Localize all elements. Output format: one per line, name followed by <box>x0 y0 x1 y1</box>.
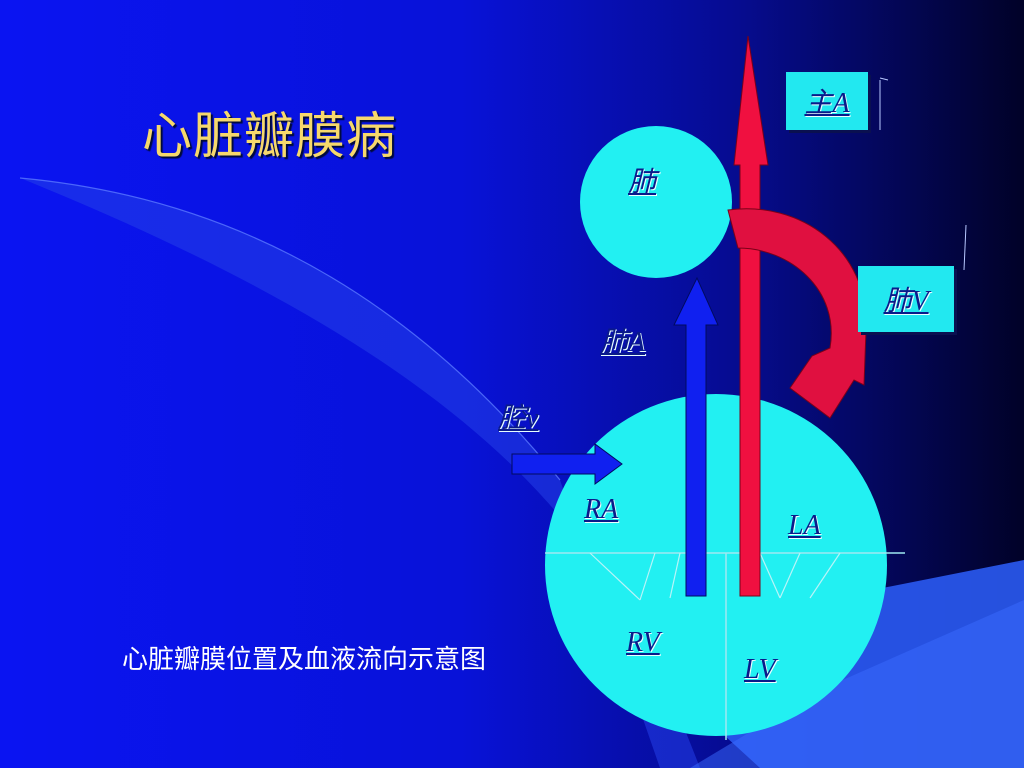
pulmonary-artery-arrow <box>673 276 719 597</box>
heart-shape <box>545 394 887 736</box>
slide-title: 心脏瓣膜病 <box>142 107 397 165</box>
decorative-sweep <box>20 178 700 768</box>
pulmonary-vein-label-box: 肺V <box>858 266 954 332</box>
lung-label: 肺 <box>628 167 657 198</box>
aorta-label: 主A <box>804 88 850 119</box>
pulmonary-vein-arrow <box>727 208 867 419</box>
diagram-caption: 心脏瓣膜位置及血液流向示意图 <box>122 645 487 675</box>
pulmonary-artery-label: 肺A <box>600 327 646 358</box>
lung-shape <box>580 126 732 278</box>
vena-cava-label: 腔v <box>498 403 539 434</box>
left-ventricle-label: LV <box>744 654 776 685</box>
right-ventricle-label: RV <box>626 627 660 658</box>
right-atrium-label: RA <box>584 494 619 525</box>
pulmonary-vein-label: 肺V <box>883 286 929 317</box>
valve-leaflets <box>589 552 841 601</box>
aorta-label-box: 主A <box>786 72 868 130</box>
left-atrium-label: LA <box>788 510 821 541</box>
aorta-arrow <box>733 35 769 597</box>
vena-cava-arrow <box>511 443 623 485</box>
